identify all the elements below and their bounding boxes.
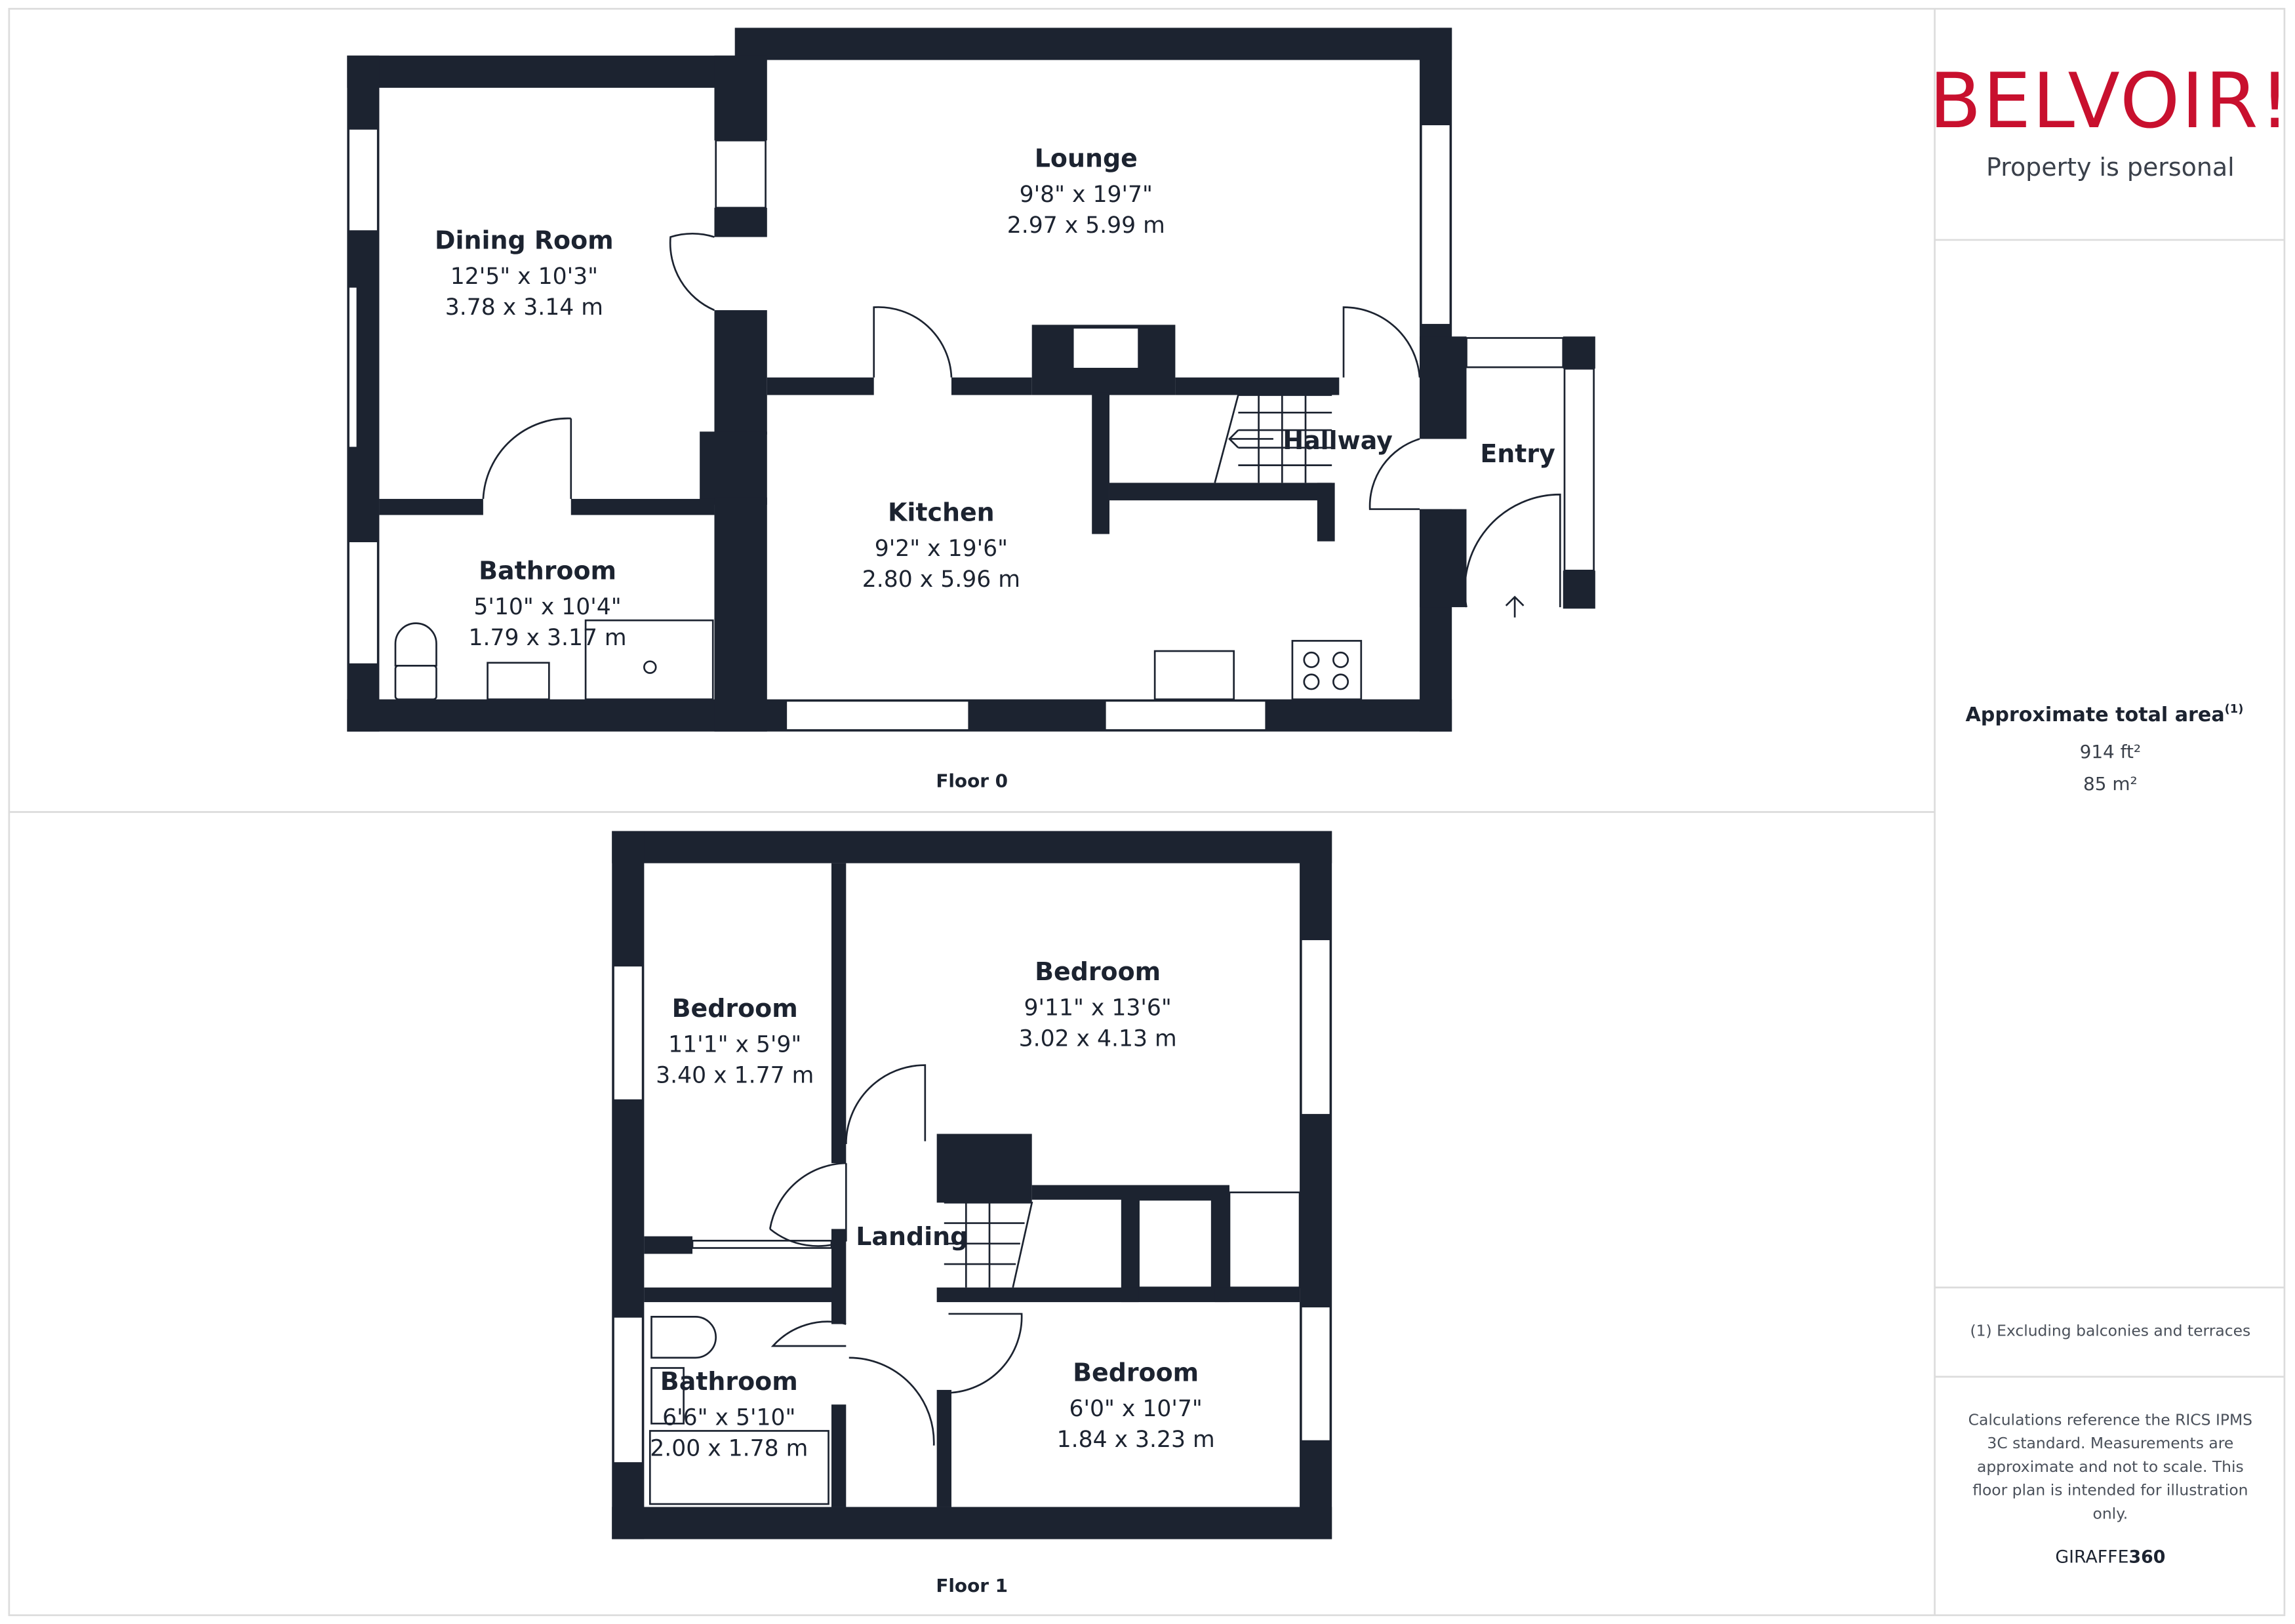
room-dimensions-imperial: 6'0" x 10'7" [1069, 1396, 1203, 1422]
room-dimensions-imperial: 9'2" x 19'6" [875, 536, 1008, 562]
area-metric: 85 m² [2083, 773, 2138, 795]
room-name: Bathroom [479, 557, 616, 585]
brand-tagline: Property is personal [1986, 153, 2235, 182]
disclaimer-line: 3C standard. Measurements are [1987, 1434, 2233, 1452]
room-dimensions-imperial: 9'8" x 19'7" [1020, 182, 1153, 208]
brand-logo: BELVOIR! [1929, 57, 2292, 146]
room-name: Bedroom [1073, 1358, 1199, 1387]
disclaimer-line: floor plan is intended for illustration [1972, 1481, 2248, 1499]
disclaimer-line: approximate and not to scale. This [1977, 1457, 2244, 1476]
room-name: Hallway [1283, 426, 1393, 455]
room-name: Kitchen [888, 498, 995, 526]
room-name: Bathroom [660, 1367, 798, 1396]
room-name: Bedroom [672, 994, 798, 1023]
area-heading: Approximate total area(1) [1965, 702, 2243, 726]
room-name: Landing [856, 1222, 968, 1251]
room-dimensions-metric: 3.02 x 4.13 m [1019, 1026, 1177, 1052]
footnote: (1) Excluding balconies and terraces [1970, 1321, 2250, 1339]
giraffe360-logo: GIRAFFE360 [2055, 1547, 2165, 1567]
room-dimensions-imperial: 6'6" x 5'10" [662, 1405, 795, 1431]
disclaimer-line: only. [2093, 1504, 2128, 1522]
room-dimensions-imperial: 12'5" x 10'3" [450, 264, 598, 290]
room-dimensions-metric: 1.84 x 3.23 m [1057, 1427, 1215, 1453]
room-name: Lounge [1035, 144, 1138, 172]
floor-1-plan [612, 831, 1332, 1539]
disclaimer-line: Calculations reference the RICS IPMS [1968, 1411, 2252, 1429]
room-dimensions-imperial: 9'11" x 13'6" [1024, 995, 1171, 1021]
room-dimensions-metric: 3.78 x 3.14 m [445, 294, 603, 321]
room-dimensions-metric: 2.97 x 5.99 m [1007, 212, 1165, 239]
room-dimensions-metric: 3.40 x 1.77 m [656, 1062, 814, 1088]
floor-label: Floor 0 [936, 770, 1008, 792]
room-dimensions-imperial: 5'10" x 10'4" [473, 594, 621, 620]
room-name: Entry [1480, 439, 1555, 468]
room-dimensions-metric: 2.00 x 1.78 m [650, 1435, 808, 1461]
room-name: Bedroom [1035, 957, 1161, 986]
floor-0-plan [347, 28, 1595, 732]
room-name: Dining Room [435, 226, 614, 254]
room-dimensions-metric: 2.80 x 5.96 m [862, 566, 1020, 593]
floor-label: Floor 1 [936, 1575, 1008, 1596]
room-dimensions-metric: 1.79 x 3.17 m [469, 625, 627, 651]
room-dimensions-imperial: 11'1" x 5'9" [668, 1031, 801, 1058]
area-imperial: 914 ft² [2080, 741, 2141, 762]
